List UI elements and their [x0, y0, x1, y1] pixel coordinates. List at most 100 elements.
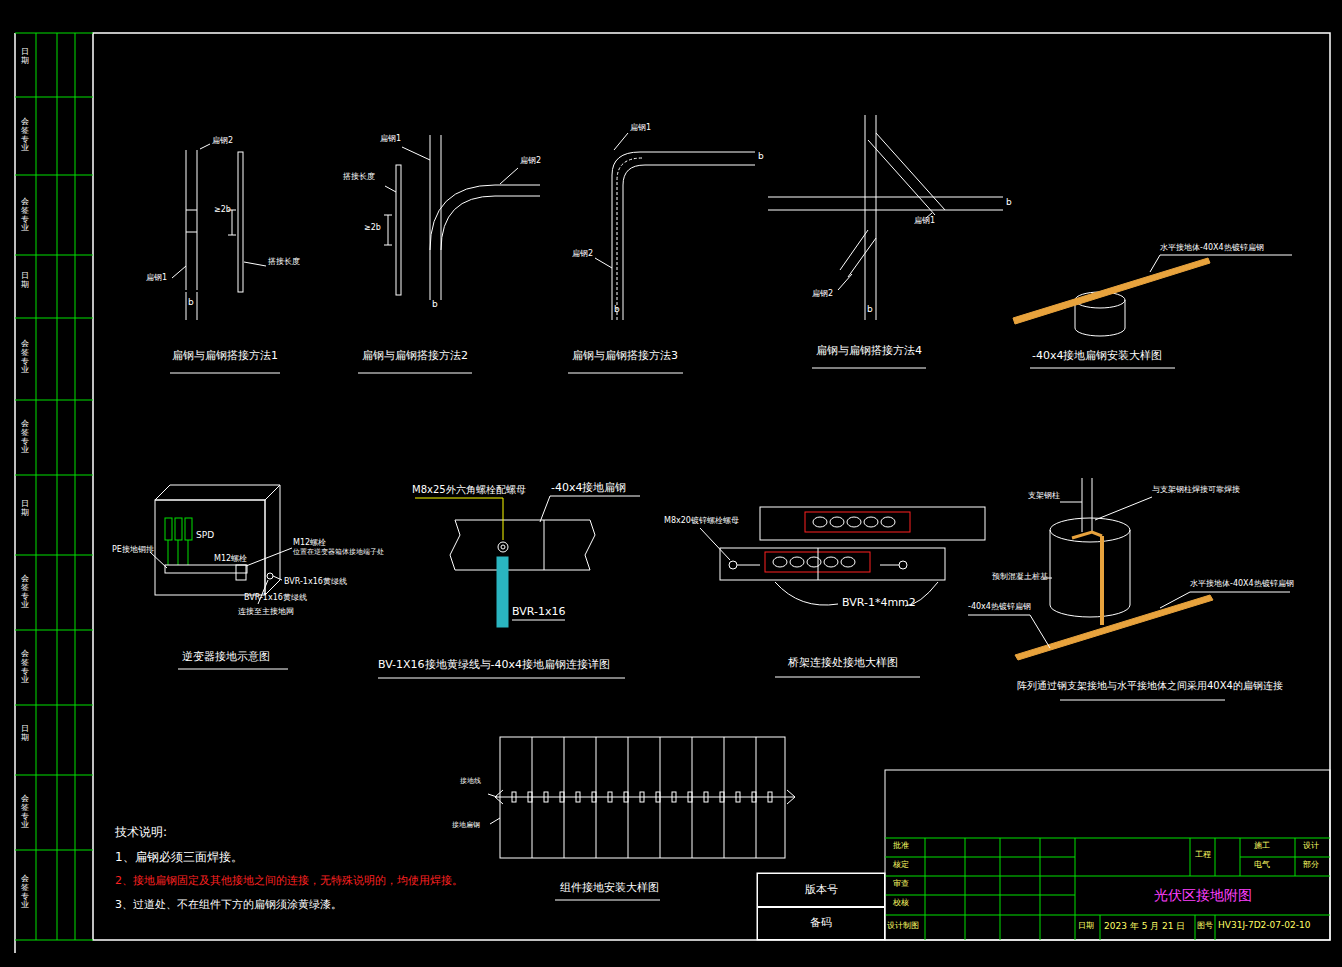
lap-joint-1-line: [186, 210, 197, 211]
flat-steel-install-line: [1030, 368, 1175, 369]
drawing-label: BVR-1x16黄绿线: [244, 594, 307, 603]
lap-joint-4-line: [838, 274, 852, 290]
tray-grounding-line: [841, 557, 855, 567]
drawing-label: 审查: [893, 880, 909, 889]
title-block-line: [1000, 838, 1001, 940]
lap-joint-3-line: [612, 152, 755, 320]
margin-label: 会签专业: [21, 118, 29, 153]
lap-joint-4-line: [840, 230, 868, 270]
array-grounding-line: [1015, 595, 1213, 660]
drawing-label: 日期: [1078, 922, 1094, 931]
bv-to-flat-steel-line: [540, 496, 550, 522]
inverter-grounding-line: [155, 500, 265, 595]
inverter-grounding-line: [178, 540, 179, 565]
drawing-label: 扁钢1: [914, 217, 935, 226]
lap-joint-1-line: [244, 262, 266, 266]
module-grounding-line-line: [704, 792, 708, 802]
array-grounding-line: [968, 615, 1030, 616]
margin-label: 会签专业: [21, 650, 29, 685]
drawing-label: M8x25外六角螺栓配螺母: [412, 484, 526, 495]
lap-joint-1-line: [186, 292, 187, 320]
lap-joint-1-line: [186, 232, 197, 233]
lap-joint-4-line: [768, 197, 1003, 198]
drawing-label: 逆变器接地示意图: [182, 651, 270, 663]
lap-joint-2: [358, 135, 540, 373]
drawing-label: BVR-1x16: [512, 606, 565, 618]
tray-grounding-line: [805, 512, 910, 532]
module-grounding-line-line: [752, 792, 756, 802]
bv-to-flat-steel-line: [450, 520, 460, 570]
module-grounding-line-line: [512, 792, 516, 802]
margin-strip-line: [15, 775, 93, 776]
inverter-grounding-line: [165, 565, 247, 573]
margin-strip-line: [15, 555, 93, 556]
lap-joint-4-line: [876, 115, 877, 320]
module-grounding-line-line: [592, 792, 596, 802]
drawing-label: PE接地铜排: [112, 546, 154, 555]
margin-label: 会签专业: [21, 575, 29, 610]
drawing-label: 设计制图: [887, 922, 919, 931]
margin-label: 日期: [21, 500, 29, 518]
margin-strip: [15, 33, 93, 940]
drawing-label: b: [758, 152, 764, 162]
module-grounding-line: [488, 794, 497, 797]
array-grounding-line: [1095, 497, 1152, 520]
tray-grounding-line: [880, 565, 899, 566]
lap-joint-4-line: [848, 238, 876, 277]
lap-joint-2-line: [441, 196, 540, 250]
margin-strip-line: [15, 318, 93, 319]
lap-joint-4-line: [868, 140, 935, 215]
drawing-label: 连接至主接地网: [238, 608, 294, 617]
tray-grounding-line: [773, 557, 787, 567]
lap-joint-3-line: [623, 165, 755, 320]
module-grounding-line: [512, 792, 772, 802]
drawing-label: 支架钢柱: [1028, 492, 1060, 501]
title-cell: 光伏区接地附图: [1076, 877, 1329, 914]
drawing-label: HV31J-7D2-07-02-10: [1218, 921, 1310, 931]
module-grounding: [488, 737, 795, 900]
margin-label: 日期: [21, 725, 29, 743]
array-grounding-line: [1092, 478, 1093, 532]
drawing-label: M12螺栓: [293, 539, 326, 548]
inverter-grounding-line: [178, 669, 288, 670]
drawing-label: 扁钢与扁钢搭接方法3: [572, 350, 678, 362]
cell-text: 备码: [810, 917, 832, 929]
drawing-label: 扁钢与扁钢搭接方法1: [172, 350, 278, 362]
sheet-frame-line: [93, 33, 1330, 940]
margin-strip-line: [15, 33, 93, 34]
drawing-label: 扁钢2: [520, 157, 541, 166]
lap-joint-3-line: [614, 133, 628, 150]
module-grounding-line: [490, 818, 500, 824]
drawing-label: b: [432, 300, 438, 310]
module-grounding-line: [495, 790, 795, 804]
lap-joint-2-line: [500, 168, 518, 184]
lap-joint-1-line: [232, 210, 233, 235]
inverter-grounding-line: [273, 576, 282, 580]
drawing-label: 电气: [1254, 861, 1270, 870]
lap-joint-1-line: [197, 292, 198, 320]
lap-joint-3: [568, 133, 755, 373]
margin-strip-line: [57, 33, 58, 940]
tray-grounding-line: [775, 677, 920, 678]
drawing-label: 与支架钢柱焊接可靠焊接: [1152, 486, 1240, 495]
drawing-label: b: [867, 305, 873, 315]
drawing-label: 3、过道处、不在组件下方的扁钢须涂黄绿漆。: [115, 899, 342, 911]
lap-joint-2-line: [384, 215, 392, 216]
drawing-label: 桥架连接处接地大样图: [788, 657, 898, 669]
sheet-frame: [15, 33, 1330, 953]
lap-joint-2-line: [385, 186, 396, 192]
drawing-label: 工程: [1195, 851, 1211, 860]
tray-grounding-line: [813, 517, 827, 527]
title-block-line: [885, 915, 1330, 916]
drawing-label: SPD: [196, 531, 214, 541]
margin-strip-line: [15, 475, 93, 476]
drawing-label: -40x4接地扁钢安装大样图: [1032, 350, 1162, 362]
module-grounding-line-line: [544, 792, 548, 802]
drawing-label: BV-1X16接地黄绿线与-40x4接地扁钢连接详图: [378, 659, 610, 671]
drawing-label: 扁钢与扁钢搭接方法2: [362, 350, 468, 362]
module-grounding-line-line: [768, 792, 772, 802]
module-grounding-line-line: [720, 792, 724, 802]
lap-joint-3-line: [568, 373, 683, 374]
